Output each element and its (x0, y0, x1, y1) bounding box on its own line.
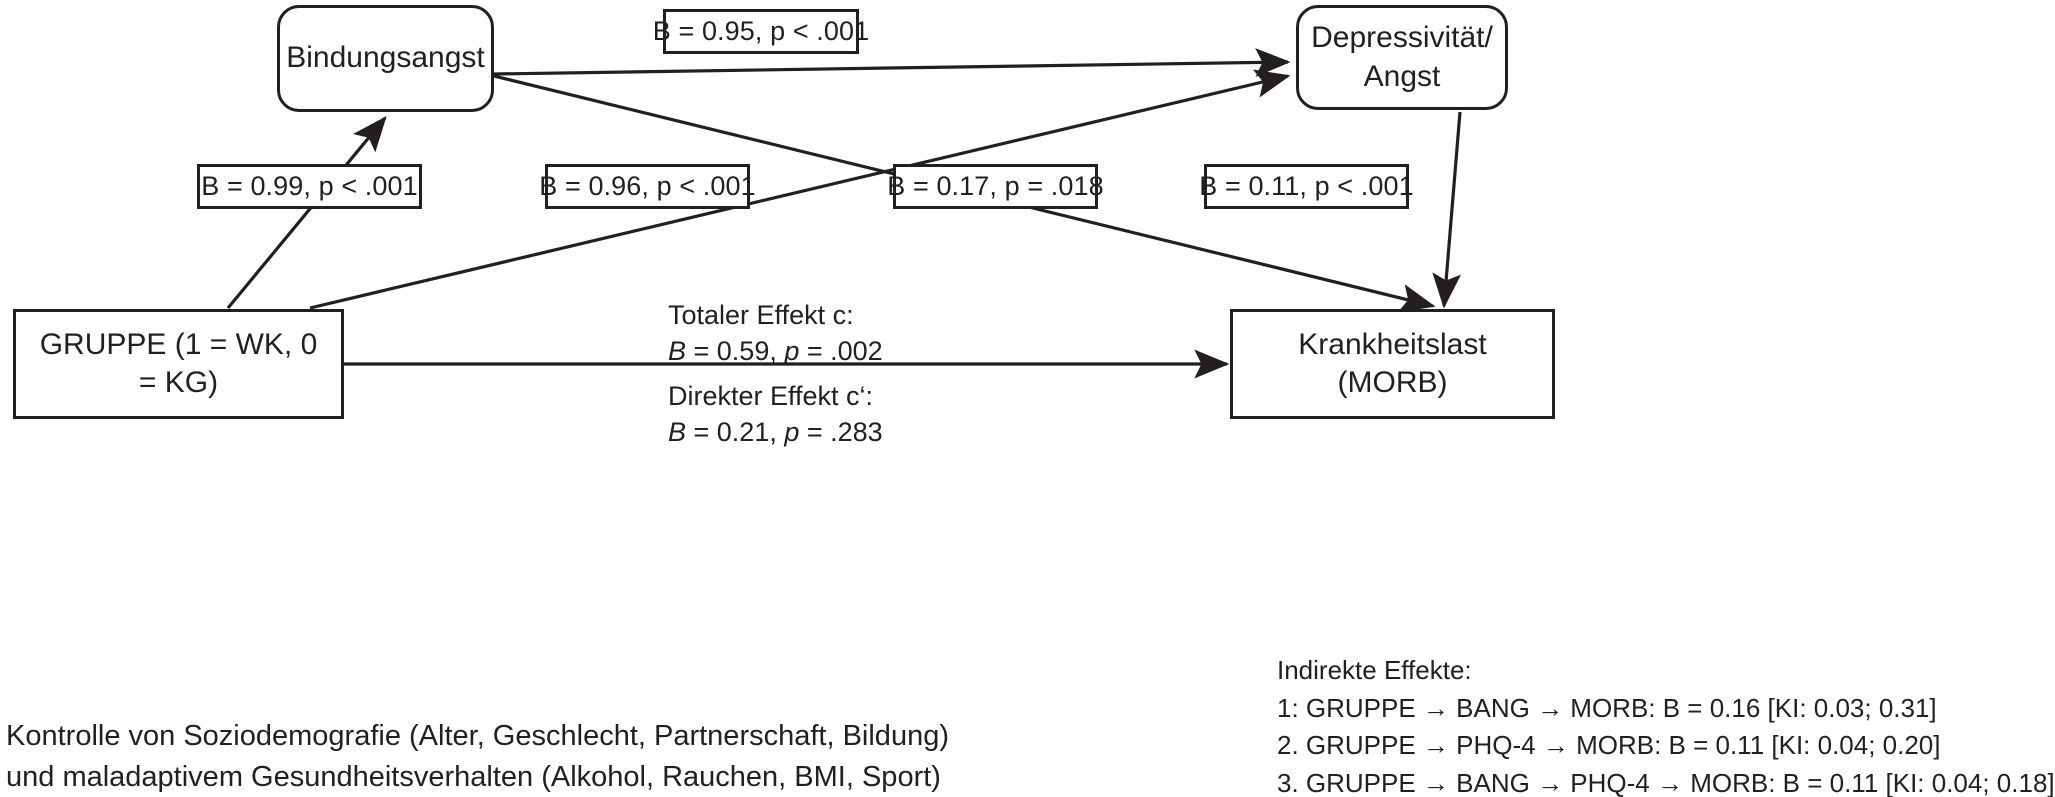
indirect-effects-block: Indirekte Effekte: 1: GRUPPE → BANG → MO… (1277, 652, 2055, 797)
control-variables-caption-line-1: Kontrolle von Soziodemografie (Alter, Ge… (6, 720, 949, 752)
edge-label-bindungsangst-to-morb[interactable]: B = 0.17, p = .018 (887, 164, 1104, 209)
indirect-effects-heading: Indirekte Effekte: (1277, 655, 1472, 685)
direct-effect-block: Direkter Effekt c‘: B = 0.21, p = .283 (668, 379, 883, 450)
direct-effect-p-value: = .283 (799, 416, 883, 447)
node-depressivitaet-angst-label: Depressivität/ Angst (1311, 21, 1493, 93)
edge-label-depressivitaet-to-morb[interactable]: B = 0.11, p < .001 (1199, 164, 1414, 209)
edge-label-bindungsangst-to-depressivitaet-text: B = 0.95, p < .001 (652, 16, 870, 46)
total-effect-title: Totaler Effekt c: (668, 300, 854, 330)
edge-label-depressivitaet-to-morb-text: B = 0.11, p < .001 (1199, 171, 1414, 201)
control-variables-caption-line-2: und maladaptivem Gesundheitsverhalten (A… (6, 761, 941, 794)
indirect-effect-item-1: 1: GRUPPE → BANG → MORB: B = 0.16 [KI: 0… (1277, 692, 1937, 723)
direct-effect-p-symbol: p (784, 416, 800, 447)
edge-label-bindungsangst-to-depressivitaet[interactable]: B = 0.95, p < .001 (653, 9, 869, 54)
total-effect-p-value: = .002 (799, 335, 883, 366)
direct-effect-title: Direkter Effekt c‘: (668, 381, 874, 411)
total-effect-stats: B = 0.59, p = .002 (668, 334, 883, 370)
edge-label-gruppe-to-bindungsangst[interactable]: B = 0.99, p < .001 (197, 164, 422, 209)
edge-gruppe-to-depressivitaet (309, 69, 1291, 310)
direct-effect-b-value: = 0.21, (686, 416, 785, 447)
edge-label-bindungsangst-to-morb-text: B = 0.17, p = .018 (887, 171, 1104, 201)
total-effect-p-symbol: p (784, 335, 800, 366)
indirect-effect-item-2: 2. GRUPPE → PHQ-4 → MORB: B = 0.11 [KI: … (1277, 730, 1941, 761)
total-effect-b-value: = 0.59, (686, 335, 785, 366)
edge-bindungsangst-to-depressivitaet (493, 48, 1291, 77)
node-krankheitslast-morb[interactable]: Krankheitslast (MORB) (1230, 309, 1555, 419)
edge-label-gruppe-to-bindungsangst-text: B = 0.99, p < .001 (201, 171, 418, 201)
direct-effect-b-symbol: B (668, 416, 687, 447)
node-gruppe-label: GRUPPE (1 = WK, 0 = KG) (39, 327, 318, 399)
node-gruppe[interactable]: GRUPPE (1 = WK, 0 = KG) (13, 309, 344, 419)
node-bindungsangst-label: Bindungsangst (286, 41, 485, 75)
node-krankheitslast-morb-label: Krankheitslast (MORB) (1298, 327, 1487, 399)
edge-label-gruppe-to-depressivitaet[interactable]: B = 0.96, p < .001 (539, 164, 756, 209)
total-effect-block: Totaler Effekt c: B = 0.59, p = .002 (668, 298, 883, 369)
direct-effect-stats: B = 0.21, p = .283 (668, 415, 883, 451)
edge-label-gruppe-to-depressivitaet-text: B = 0.96, p < .001 (539, 171, 756, 201)
total-effect-b-symbol: B (668, 335, 687, 366)
edge-depressivitaet-to-morb (1432, 111, 1462, 309)
indirect-effect-item-3: 3. GRUPPE → BANG → PHQ-4 → MORB: B = 0.1… (1277, 768, 2055, 797)
node-bindungsangst[interactable]: Bindungsangst (277, 5, 494, 112)
node-depressivitaet-angst[interactable]: Depressivität/ Angst (1296, 5, 1508, 110)
control-variables-caption: Kontrolle von Soziodemografie (Alter, Ge… (6, 716, 949, 797)
edge-gruppe-to-bindungsangst (226, 116, 387, 310)
